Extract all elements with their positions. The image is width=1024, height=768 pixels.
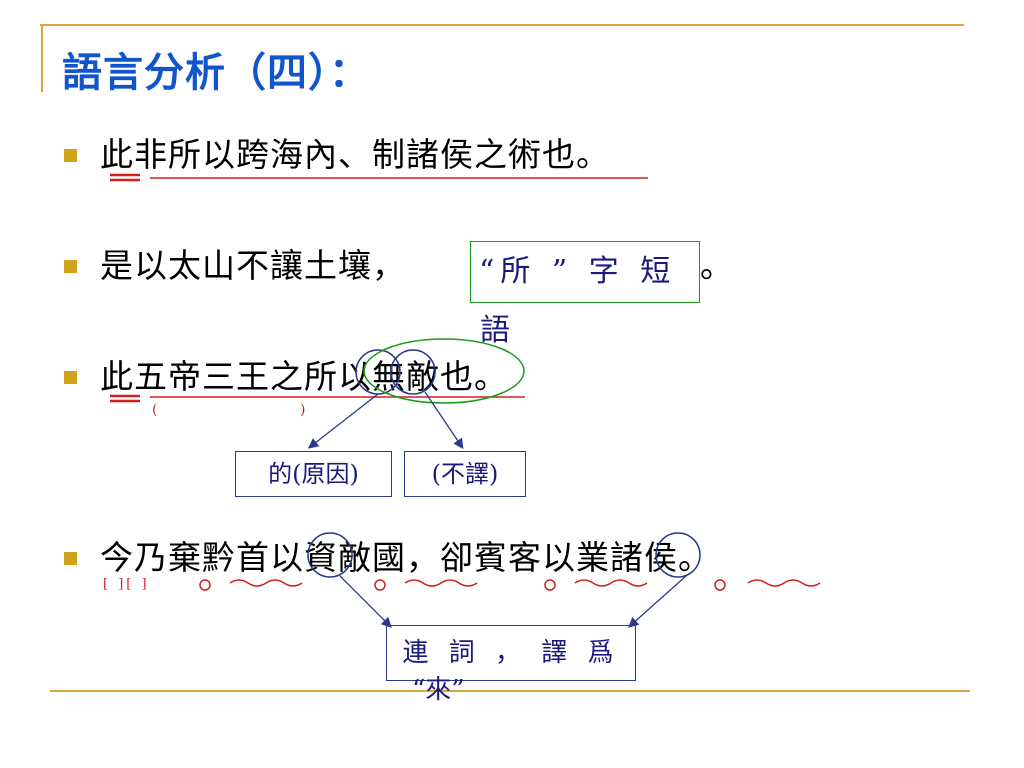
not-translated-box: (不譯) [404,451,526,497]
wavy-underline [574,579,648,587]
sentence-4: 今乃棄黔首以資敵國，卻賓客以業諸侯。 [100,538,712,577]
dot-mark [544,579,556,591]
sentence-2: 是以太山不讓土壤， [100,246,406,285]
conjunction-note-box: 連 詞 ， 譯 爲 [386,625,636,681]
left-rule [41,24,43,92]
dot-mark [374,579,386,591]
bottom-rule [50,690,970,692]
wavy-underline [229,579,303,587]
arrow-yi [424,391,464,450]
paren-open-mark: ( [152,402,158,418]
circle-mark-suo [355,349,401,395]
paren-close-mark: ) [300,402,306,418]
bullet-marker [64,260,77,273]
bullet-marker [64,149,77,162]
bullet-marker [64,371,77,384]
suo-phrase-note-overflow: 語 [480,313,510,348]
green-ellipse-mark [363,338,525,404]
bracket-marks: [ ][ ] [103,577,150,592]
circle-mark-yi-1 [307,532,353,578]
circle-mark-yi [390,349,436,395]
wavy-underline [747,579,821,587]
sentence-3: 此五帝三王之所以無敵也。 [100,357,508,396]
wavy-underline [404,579,478,587]
arrow-yi-2 [628,575,687,628]
sentence-1: 此非所以跨海內、制諸侯之術也。 [100,135,610,174]
arrow-yi-1 [339,575,392,628]
top-rule [40,24,964,26]
conjunction-note-line2: “來” [412,675,465,705]
circle-mark-yi-2 [655,532,701,578]
slide-title: 語言分析（四）： [62,49,370,96]
bullet-marker [64,552,77,565]
dot-mark [199,579,211,591]
suo-phrase-note-box: “所 ” 字 短 [470,241,700,303]
sentence-2-period: 。 [700,246,734,285]
de-reason-box: 的(原因) [235,451,392,497]
arrow-suo [307,393,379,449]
dot-mark [714,579,726,591]
